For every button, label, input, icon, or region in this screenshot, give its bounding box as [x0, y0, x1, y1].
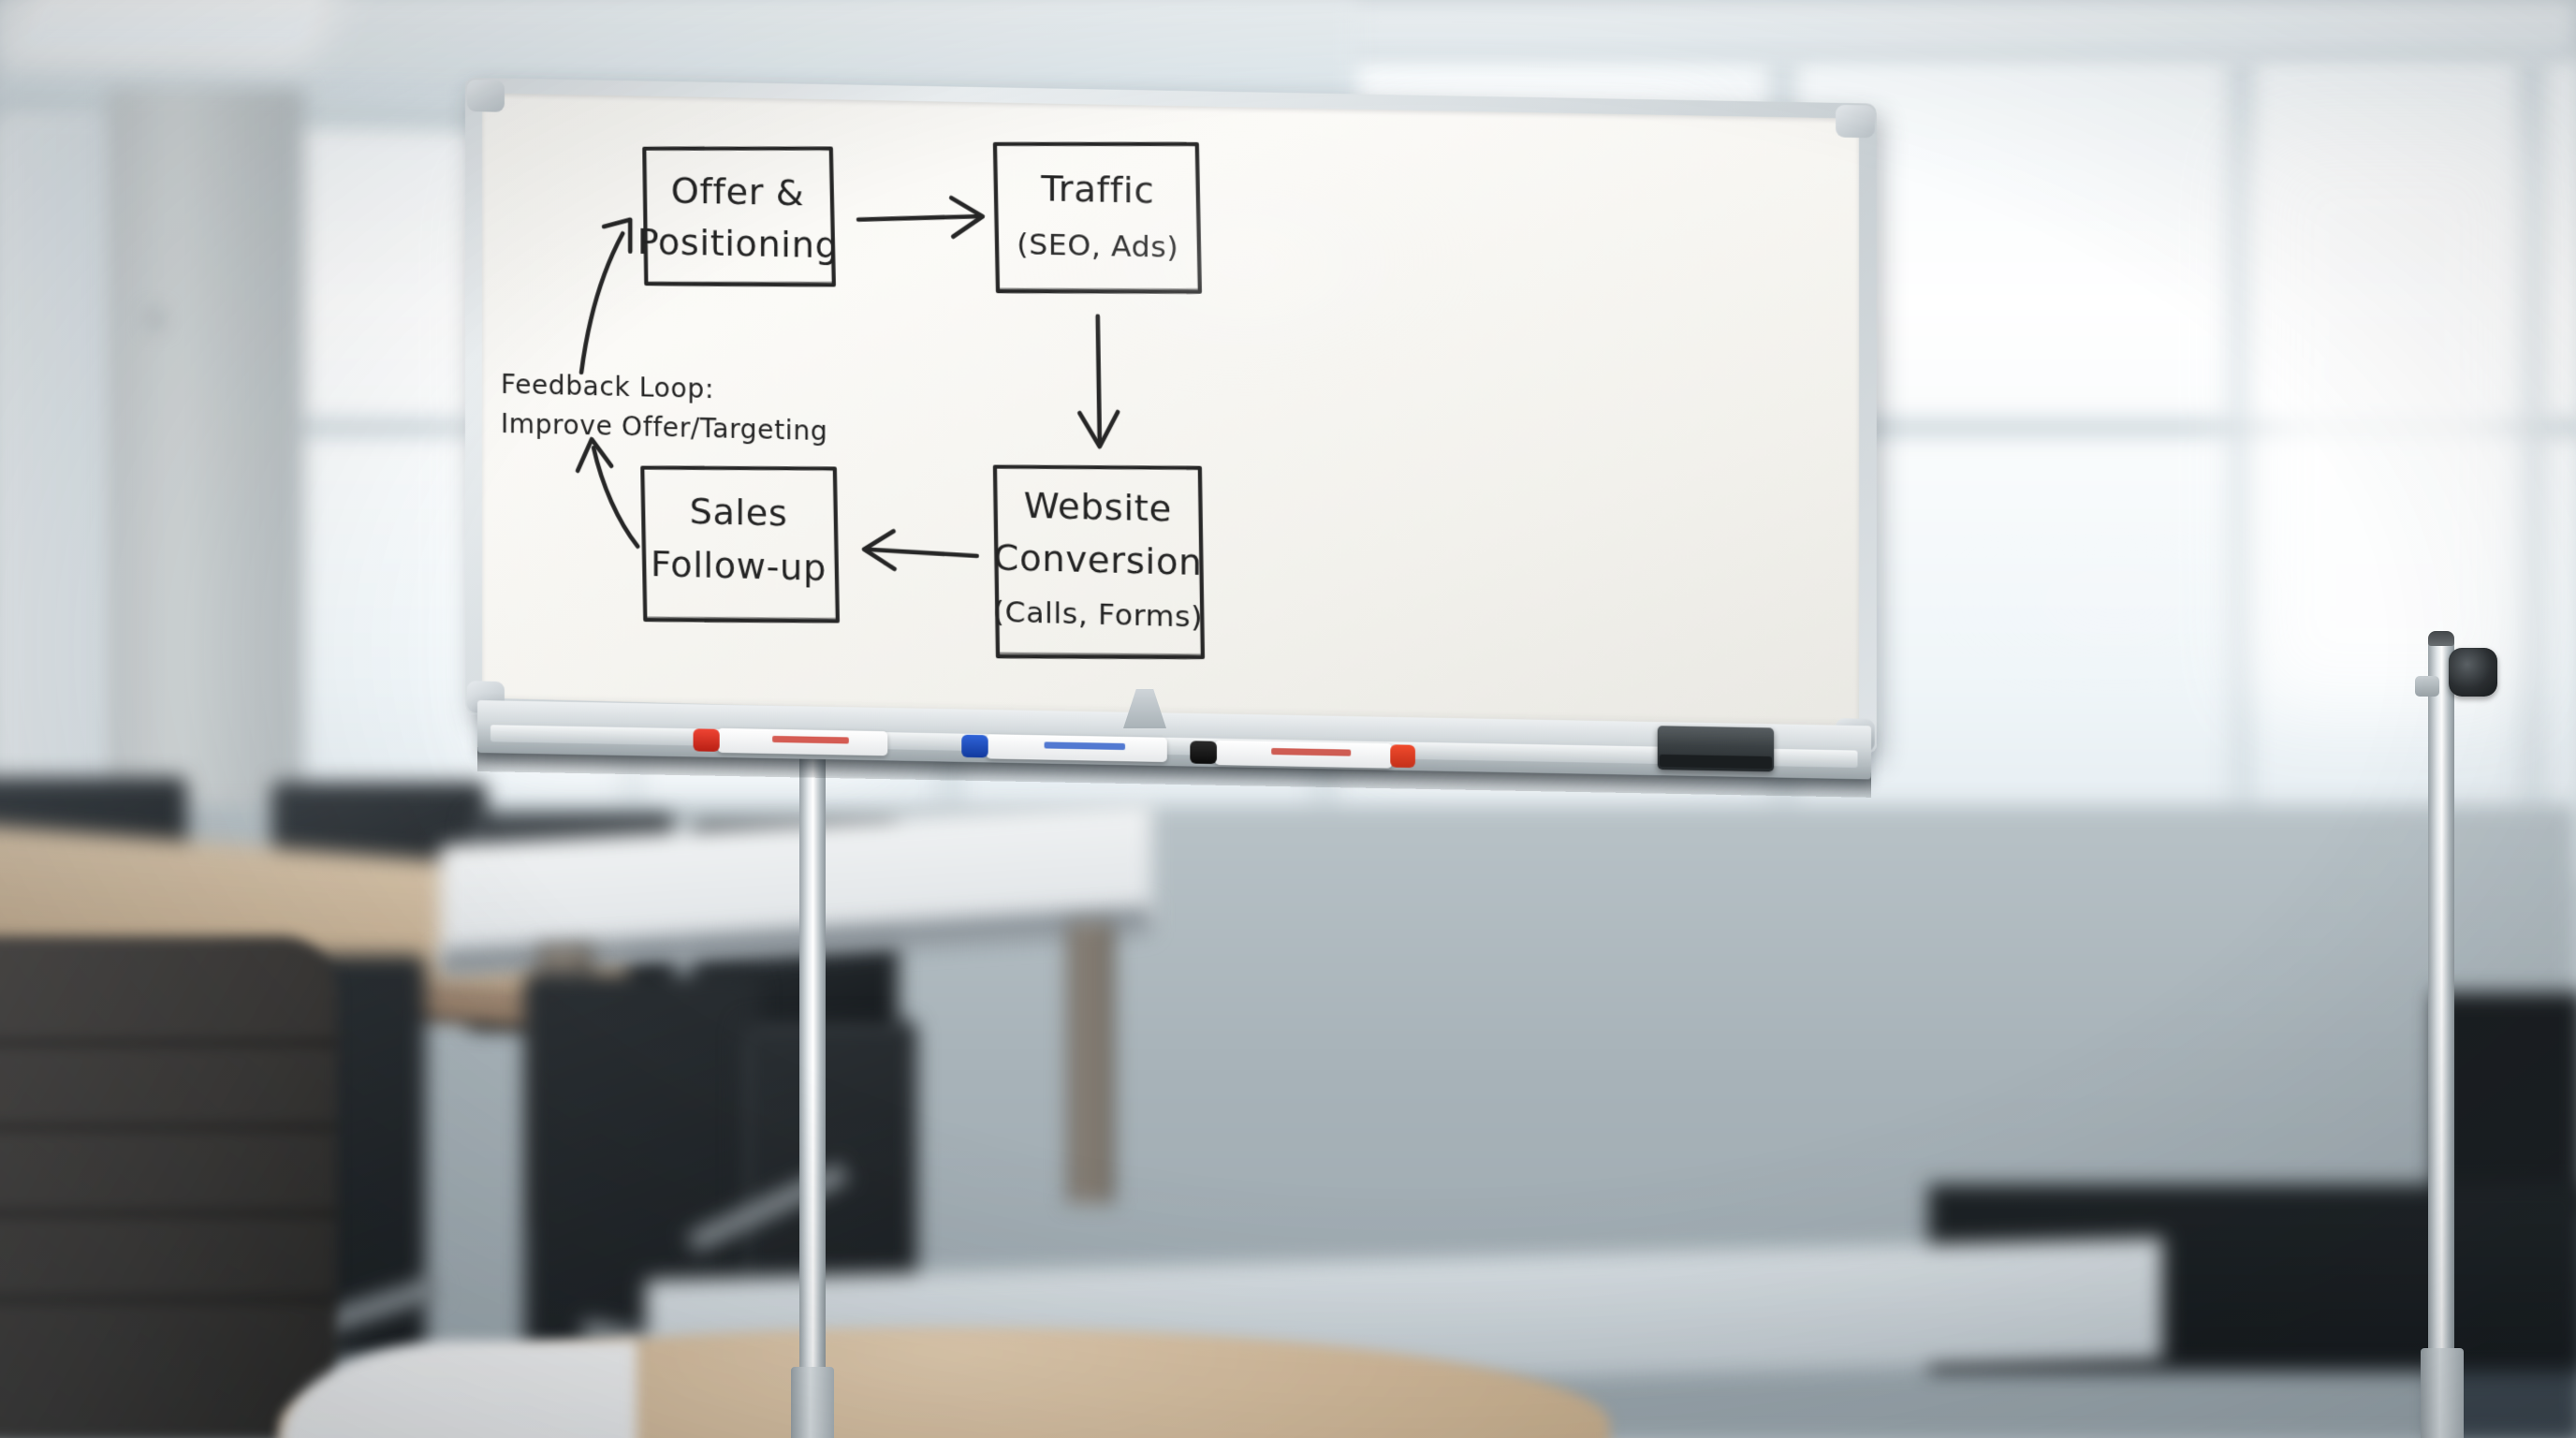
- node-offer-line-1: Offer &: [671, 169, 805, 213]
- marker-tip-red: [1390, 744, 1415, 769]
- stand-post-right[interactable]: [2428, 637, 2454, 1438]
- marker-cap-red: [693, 728, 720, 752]
- arrow-offer-to-traffic: [858, 196, 983, 237]
- node-conversion-line-3: (Calls, Forms): [993, 595, 1203, 635]
- arrow-feedback-to-offer: [581, 219, 630, 374]
- node-sales-followup[interactable]: Sales Follow-up: [642, 464, 838, 625]
- marker-cap-black: [1190, 741, 1217, 765]
- node-traffic-line-1: Traffic: [1040, 168, 1154, 212]
- post-cap-right: [2428, 631, 2454, 646]
- node-sales-line-1: Sales: [690, 491, 788, 535]
- marker-band: [771, 735, 849, 744]
- marker-blue[interactable]: [961, 734, 1167, 763]
- marker-cap-blue: [961, 734, 988, 758]
- marker-red[interactable]: [693, 727, 888, 756]
- column-fitting: [148, 309, 163, 330]
- window-glare: [2247, 131, 2527, 712]
- arrow-sales-to-feedback: [578, 439, 637, 547]
- feedback-note-line-2: Improve Offer/Targeting: [501, 408, 827, 447]
- node-traffic-line-2: (SEO, Ads): [1017, 227, 1178, 265]
- feedback-loop-note: Feedback Loop: Improve Offer/Targeting: [501, 369, 827, 447]
- marker-band: [1271, 747, 1352, 756]
- node-traffic[interactable]: Traffic (SEO, Ads): [995, 140, 1200, 296]
- arrow-traffic-to-conversion: [1079, 315, 1118, 447]
- knob-stem-right: [2415, 676, 2439, 697]
- node-conversion-line-1: Website: [1024, 484, 1172, 529]
- node-offer-line-2: Positioning: [637, 221, 839, 267]
- board-glare: [1919, 487, 2312, 712]
- whiteboard-diagram: Offer & Positioning Traffic (SEO, Ads) W…: [465, 78, 1877, 754]
- marker-band: [1044, 741, 1126, 751]
- pivot-knob-right[interactable]: [2449, 648, 2497, 697]
- diagram-svg: Offer & Positioning Traffic (SEO, Ads) W…: [501, 78, 1877, 754]
- left-wall: [0, 112, 112, 824]
- node-sales-line-2: Follow-up: [651, 543, 827, 589]
- feedback-note-line-1: Feedback Loop:: [501, 369, 714, 404]
- node-conversion-line-2: Conversion: [993, 536, 1202, 583]
- marker-black-red[interactable]: [1190, 740, 1415, 769]
- stand-post-left[interactable]: [799, 655, 826, 1438]
- chair-foreground: [0, 936, 337, 1438]
- arrow-conversion-to-sales: [864, 531, 977, 571]
- node-offer-positioning[interactable]: Offer & Positioning: [637, 145, 839, 288]
- node-website-conversion[interactable]: Website Conversion (Calls, Forms): [993, 462, 1203, 662]
- concrete-column: [108, 89, 304, 857]
- whiteboard-eraser[interactable]: [1657, 726, 1775, 772]
- table-leg: [1067, 922, 1114, 1203]
- eraser-felt: [1659, 754, 1773, 770]
- stand-leg-left: [791, 1367, 834, 1438]
- stand-leg-right: [2421, 1348, 2464, 1438]
